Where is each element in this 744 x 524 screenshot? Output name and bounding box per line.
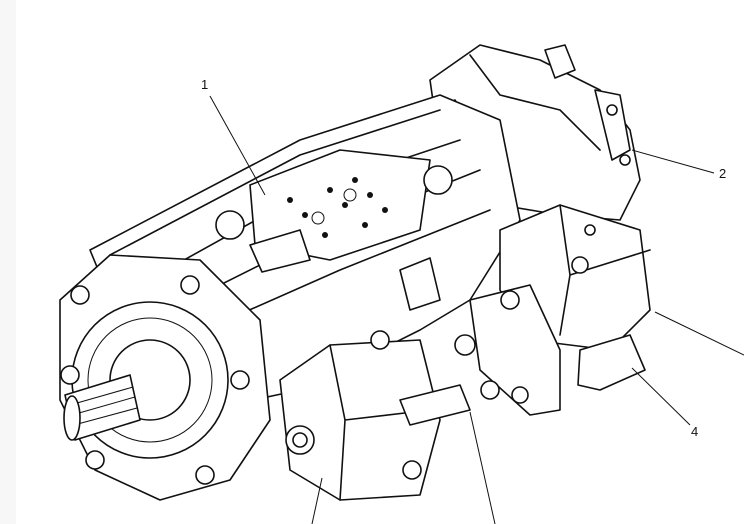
- plug-left: [215, 210, 245, 240]
- front-regulator: [279, 339, 441, 501]
- leader-lines: [209, 95, 744, 524]
- port-holes: [287, 177, 388, 238]
- callout-4: 4: [691, 424, 699, 439]
- left-margin-strip: [0, 0, 16, 524]
- plug-top: [423, 165, 453, 195]
- callout-2: 2: [719, 166, 727, 181]
- flange-bolt-holes: [60, 275, 250, 485]
- top-fitting: [544, 44, 576, 79]
- callout-1: 1: [201, 77, 209, 92]
